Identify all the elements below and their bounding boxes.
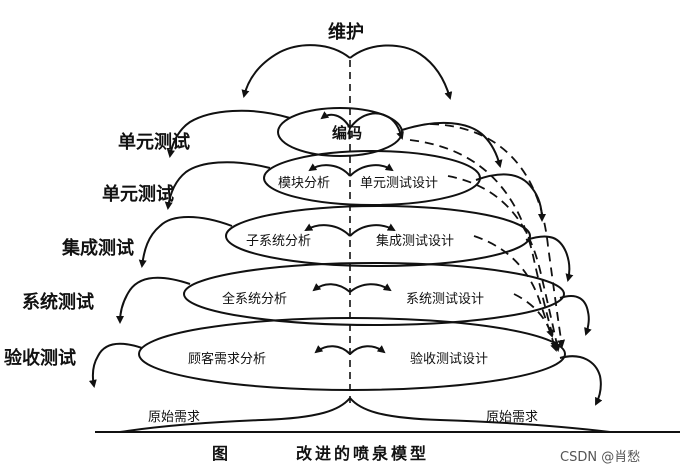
- arc-left-5: [88, 342, 143, 388]
- caption-figure-label: 图: [212, 444, 232, 463]
- curl-acceptance-left: [314, 345, 351, 355]
- side-label-integration-test: 集成测试: [62, 238, 134, 259]
- side-label-unit-test-2: 单元测试: [102, 184, 174, 205]
- feedback-dash-5: [513, 293, 554, 338]
- arc-left-3: [138, 216, 233, 268]
- curl-module-left: [308, 163, 351, 177]
- level-ellipse-subsystem: [225, 205, 531, 267]
- base-curve-left: [119, 397, 351, 433]
- feedback-dash-1: [429, 123, 566, 348]
- level-label-system-analysis: 全系统分析: [222, 292, 288, 307]
- level-label-system-test-design: 系统测试设计: [406, 292, 485, 307]
- curl-coding-right: [349, 112, 404, 140]
- csdn-watermark: CSDN @肖愁: [560, 450, 641, 465]
- arc-right-2: [475, 173, 546, 222]
- ground-label-right: 原始需求: [486, 410, 539, 425]
- level-label-module-analysis: 模块分析: [278, 176, 331, 191]
- arc-left-2: [164, 161, 271, 210]
- level-ellipse-acceptance: [138, 317, 566, 391]
- top-arc-right: [349, 44, 453, 100]
- caption-title: 改进的喷泉模型: [296, 444, 430, 463]
- top-label-maintenance: 维护: [328, 22, 364, 43]
- level-label-subsystem-analysis: 子系统分析: [246, 234, 312, 249]
- level-label-unit-test-design: 单元测试设计: [360, 176, 439, 191]
- curl-system-left: [312, 283, 351, 293]
- level-ellipse-system: [183, 262, 565, 326]
- level-label-coding: 编码: [332, 124, 363, 142]
- level-label-customer-requirements: 顾客需求分析: [188, 352, 267, 367]
- arc-right-3: [525, 235, 574, 282]
- side-label-acceptance-test: 验收测试: [4, 348, 76, 369]
- feedback-dash-3: [447, 175, 561, 352]
- feedback-dash-4: [473, 235, 558, 352]
- curl-acceptance-right: [349, 345, 386, 355]
- arc-left-4: [116, 276, 191, 324]
- curl-subsystem-left: [304, 223, 351, 237]
- curl-system-right: [349, 283, 392, 293]
- arc-right-4: [559, 294, 592, 336]
- feedback-dash-2: [409, 139, 559, 350]
- side-label-unit-test-1: 单元测试: [118, 132, 190, 153]
- level-label-acceptance-test-design: 验收测试设计: [410, 352, 489, 367]
- ground-label-left: 原始需求: [148, 410, 201, 425]
- curl-subsystem-right: [349, 223, 396, 237]
- side-label-system-test: 系统测试: [22, 292, 94, 313]
- curl-coding-left: [320, 111, 351, 129]
- level-label-integration-test-design: 集成测试设计: [376, 234, 455, 249]
- base-curve-right: [349, 397, 611, 433]
- arc-right-5: [559, 355, 603, 406]
- curl-module-right: [349, 163, 394, 177]
- arc-left-1: [167, 109, 291, 158]
- top-arc-left: [241, 44, 351, 98]
